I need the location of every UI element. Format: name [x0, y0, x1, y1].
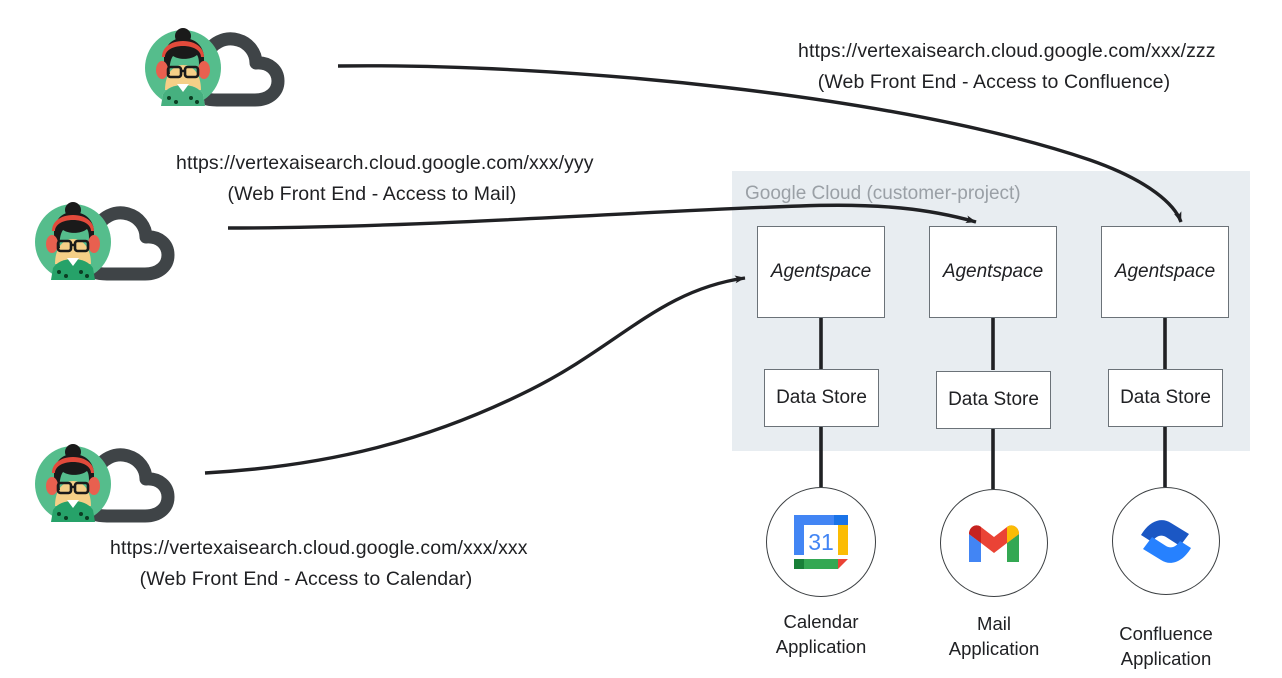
arrow-confluence: [337, 64, 1183, 223]
user-cloud-group-confluence: [143, 24, 338, 112]
user-url-mail: https://vertexaisearch.cloud.google.com/…: [176, 152, 594, 174]
app-label-mail-line2: Application: [948, 638, 1040, 659]
arrow-calendar: [204, 275, 746, 475]
datastore-box-mail[interactable]: Data Store: [936, 371, 1051, 429]
app-label-calendar-line1: Calendar: [783, 611, 859, 632]
agentspace-box-confluence[interactable]: Agentspace: [1101, 226, 1229, 318]
app-circle-mail[interactable]: [940, 489, 1048, 597]
app-circle-calendar[interactable]: 31: [766, 487, 876, 597]
user-caption-confluence: (Web Front End - Access to Confluence): [817, 71, 1171, 93]
google-cloud-container-label: Google Cloud (customer-project): [745, 183, 1021, 204]
arrow-mail: [227, 203, 977, 230]
app-label-calendar: Calendar Application: [731, 609, 911, 659]
user-url-label-calendar: https://vertexaisearch.cloud.google.com/…: [110, 533, 528, 595]
app-label-confluence-line1: Confluence: [1119, 623, 1213, 644]
user-url-confluence: https://vertexaisearch.cloud.google.com/…: [798, 40, 1216, 62]
svg-text:31: 31: [808, 529, 834, 555]
datastore-box-confluence[interactable]: Data Store: [1108, 369, 1223, 427]
app-label-calendar-line2: Application: [775, 636, 867, 657]
confluence-icon: [1141, 520, 1191, 563]
user-url-label-mail: https://vertexaisearch.cloud.google.com/…: [176, 148, 594, 210]
app-label-mail: Mail Application: [904, 611, 1084, 661]
user-cloud-icon: [35, 202, 175, 281]
user-cloud-group-calendar: [33, 440, 228, 528]
app-label-mail-line1: Mail: [977, 613, 1011, 634]
user-cloud-icon: [35, 444, 175, 523]
app-label-confluence-line2: Application: [1120, 648, 1212, 669]
agentspace-box-calendar[interactable]: Agentspace: [757, 226, 885, 318]
user-cloud-icon: [145, 28, 285, 107]
app-label-confluence: Confluence Application: [1076, 621, 1256, 671]
app-circle-confluence[interactable]: [1112, 487, 1220, 595]
user-caption-mail: (Web Front End - Access to Mail): [227, 183, 517, 205]
google-calendar-icon: 31: [794, 515, 848, 569]
gmail-icon: [969, 525, 1019, 562]
user-url-label-confluence: https://vertexaisearch.cloud.google.com/…: [798, 36, 1216, 98]
datastore-box-calendar[interactable]: Data Store: [764, 369, 879, 427]
user-caption-calendar: (Web Front End - Access to Calendar): [139, 568, 473, 590]
user-cloud-group-mail: [33, 198, 228, 286]
agentspace-box-mail[interactable]: Agentspace: [929, 226, 1057, 318]
user-url-calendar: https://vertexaisearch.cloud.google.com/…: [110, 537, 528, 559]
